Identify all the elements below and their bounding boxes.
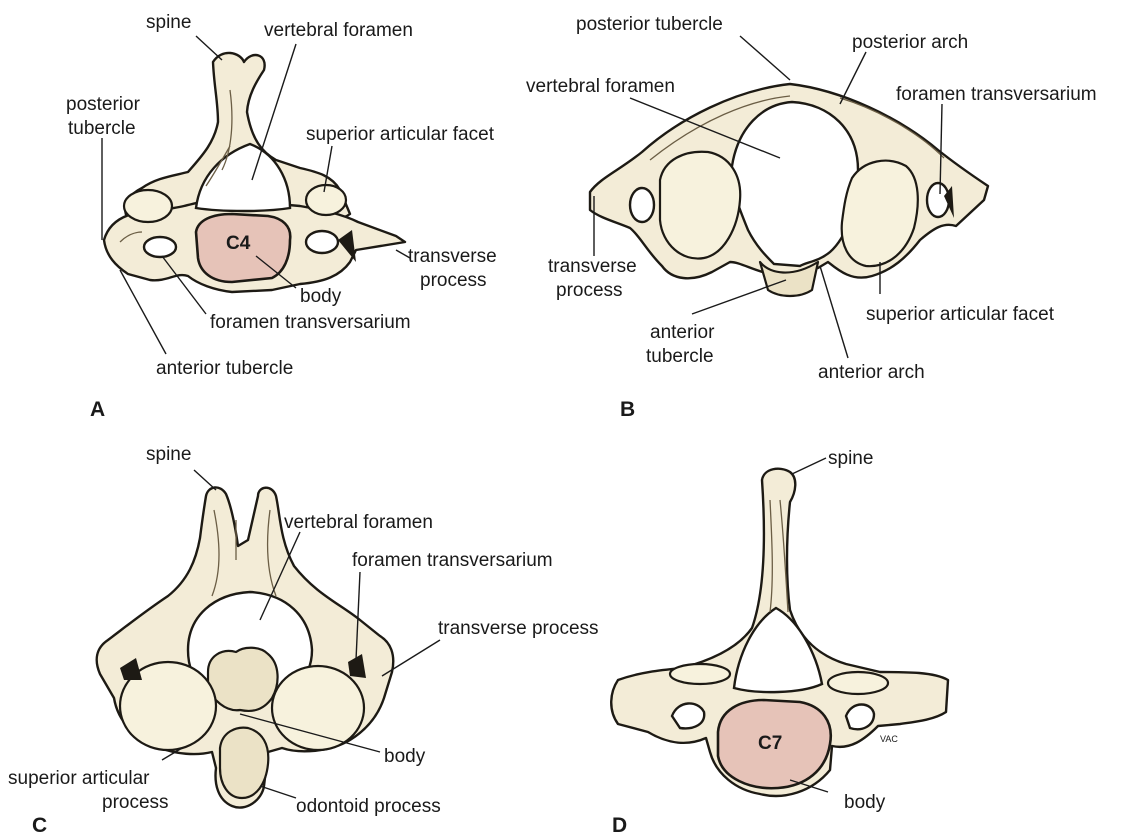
panel-a-body-tag: C4 bbox=[226, 233, 251, 254]
label-a-superior-articular-facet: superior articular facet bbox=[306, 124, 495, 145]
label-a-spine: spine bbox=[146, 12, 191, 33]
label-c-transverse-process: transverse process bbox=[438, 618, 599, 639]
label-b-transverse-process-line1: transverse bbox=[548, 256, 637, 277]
label-b-vertebral-foramen: vertebral foramen bbox=[526, 76, 675, 97]
panel-d-letter: D bbox=[612, 814, 627, 835]
panel-d-signature: VAC bbox=[880, 734, 898, 744]
panel-b-drawing bbox=[590, 84, 988, 296]
label-b-transverse-process-line2: process bbox=[556, 280, 623, 301]
panel-a-letter: A bbox=[90, 398, 105, 421]
label-c-odontoid-process: odontoid process bbox=[296, 796, 441, 817]
panel-a-left-facet bbox=[124, 190, 172, 222]
panel-d-vertebral-foramen-shape bbox=[734, 608, 822, 692]
panel-d-right-foramen-transversarium bbox=[846, 705, 874, 730]
panel-a-right-foramen-transversarium bbox=[306, 231, 338, 253]
label-a-vertebral-foramen: vertebral foramen bbox=[264, 20, 413, 41]
label-b-posterior-tubercle: posterior tubercle bbox=[576, 14, 723, 35]
label-d-spine: spine bbox=[828, 448, 873, 469]
label-b-foramen-transversarium: foramen transversarium bbox=[896, 84, 1097, 105]
label-a-posterior-tubercle-line1: posterior bbox=[66, 94, 141, 115]
label-c-body: body bbox=[384, 746, 426, 767]
panel-b-right-foramen-transversarium bbox=[927, 183, 949, 217]
label-a-transverse-process-line2: process bbox=[420, 270, 487, 291]
panel-d-body-tag: C7 bbox=[758, 733, 782, 754]
panel-c-letter: C bbox=[32, 814, 47, 835]
panel-a-right-facet bbox=[306, 185, 346, 215]
panel-b-letter: B bbox=[620, 398, 635, 421]
label-b-anterior-tubercle-line2: tubercle bbox=[646, 346, 714, 367]
label-c-vertebral-foramen: vertebral foramen bbox=[284, 512, 433, 533]
panel-a-left-foramen-transversarium bbox=[144, 237, 176, 257]
panel-c-odontoid bbox=[220, 728, 268, 798]
panel-d-right-facet bbox=[828, 672, 888, 694]
label-a-transverse-process-line1: transverse bbox=[408, 246, 497, 267]
panel-d-left-foramen-transversarium bbox=[672, 703, 704, 728]
label-a-posterior-tubercle-line2: tubercle bbox=[68, 118, 136, 139]
panel-d-left-facet bbox=[670, 664, 730, 684]
label-c-superior-articular-process-line1: superior articular bbox=[8, 768, 150, 789]
label-a-foramen-transversarium: foramen transversarium bbox=[210, 312, 411, 333]
label-b-anterior-arch: anterior arch bbox=[818, 362, 925, 383]
label-d-body: body bbox=[844, 792, 886, 813]
label-c-superior-articular-process-line2: process bbox=[102, 792, 169, 813]
panel-c-right-facet bbox=[272, 666, 364, 750]
label-b-superior-articular-facet: superior articular facet bbox=[866, 304, 1055, 325]
label-a-body: body bbox=[300, 286, 342, 307]
panel-b-left-foramen-transversarium bbox=[630, 188, 654, 222]
label-c-foramen-transversarium: foramen transversarium bbox=[352, 550, 553, 571]
label-a-anterior-tubercle: anterior tubercle bbox=[156, 358, 293, 379]
label-c-spine: spine bbox=[146, 444, 191, 465]
label-b-posterior-arch: posterior arch bbox=[852, 32, 968, 53]
panel-c-dens-top bbox=[208, 648, 278, 711]
panel-d-drawing: C7 VAC bbox=[611, 469, 948, 796]
panel-c-drawing bbox=[97, 487, 394, 807]
label-b-anterior-tubercle-line1: anterior bbox=[650, 322, 715, 343]
